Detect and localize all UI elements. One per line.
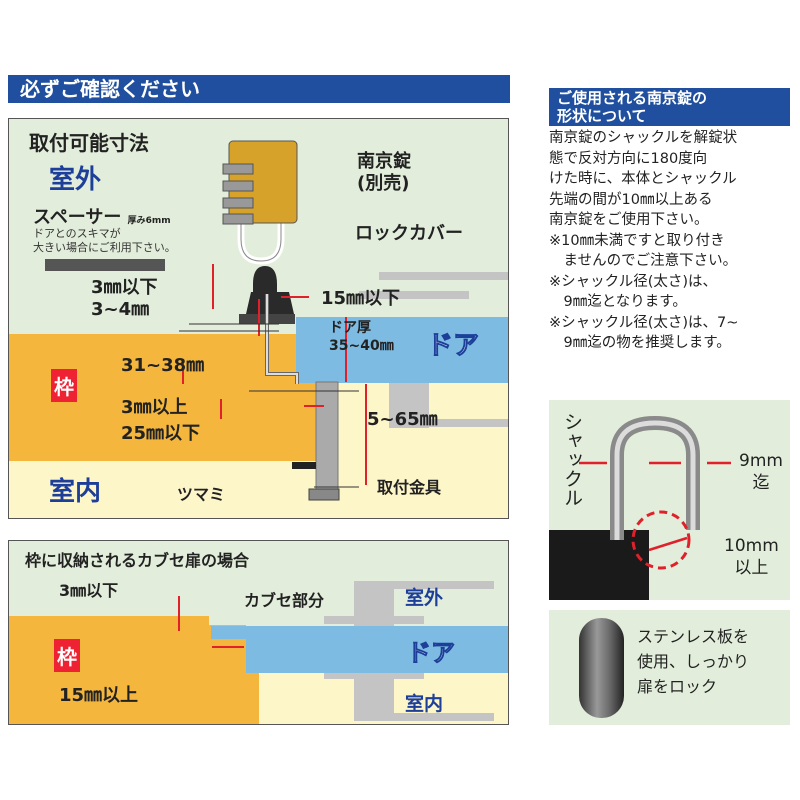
spacer-note: ドアとのスキマが大きい場合にご利用下さい。 <box>33 227 176 254</box>
gap-circle <box>631 510 691 570</box>
lock-cover <box>246 266 294 314</box>
spacer-text: スペーサー <box>33 207 122 228</box>
label-indoor: 室内 <box>49 477 102 507</box>
stainless-plate-image <box>579 618 624 718</box>
kabuse-title: 枠に収納されるカブセ扉の場合 <box>25 551 250 570</box>
kabuse-frame: 枠 <box>54 639 80 672</box>
label-padlock: 南京錠(別売) <box>357 151 411 194</box>
padlock-body-photo <box>549 530 649 600</box>
label-lock-cover: ロックカバー <box>355 223 463 244</box>
dim-frame-depth: 25㎜以下 <box>121 423 201 444</box>
main-title: 取付可能寸法 <box>29 131 149 155</box>
label-door: ドア <box>426 331 480 362</box>
label-spacer: スペーサー 厚み6mm <box>33 203 171 229</box>
main-diagram: 取付可能寸法 室外 スペーサー 厚み6mm ドアとのスキマが大きい場合にご利用下… <box>8 118 509 519</box>
kabuse-dim-overlap: 15㎜以上 <box>59 685 139 706</box>
side-header: ご使用される南京錠の形状について <box>549 88 790 126</box>
plate-caption: ステンレス板を使用、しっかり扉をロック <box>637 627 750 696</box>
kabuse-indoor: 室内 <box>405 693 444 715</box>
dim-spacer: 3~4㎜ <box>91 299 150 320</box>
door-area <box>211 626 508 673</box>
kabuse-door: ドア <box>407 639 456 668</box>
diagram-shapes <box>9 140 508 518</box>
dim-gap-side: 3㎜以上 <box>121 397 188 418</box>
shackle <box>237 219 285 265</box>
dim-frame: 31~38㎜ <box>121 355 205 376</box>
kabuse-outdoor: 室外 <box>405 587 444 609</box>
dim-cover: 15㎜以下 <box>321 288 401 309</box>
door-area <box>296 317 508 383</box>
dim-bracket: 5~65㎜ <box>367 409 438 430</box>
label-knob: ツマミ <box>177 485 226 504</box>
label-outdoor: 室外 <box>49 165 102 195</box>
plate-photo: ステンレス板を使用、しっかり扉をロック <box>549 610 790 725</box>
shackle-label: シャックル <box>561 412 583 507</box>
kabuse-dim-gap: 3㎜以下 <box>59 581 119 600</box>
spacer-bar <box>45 259 165 271</box>
label-frame: 枠 <box>51 369 77 402</box>
section-header: 必ずご確認ください <box>8 75 510 103</box>
spacer-thickness: 厚み6mm <box>127 216 171 226</box>
shackle-illustration <box>549 415 731 600</box>
side-description: 南京錠のシャックルを解錠状態で反対方向に180度向けた時に、本体とシャックル 先… <box>549 130 739 351</box>
dim-gap-top: 3㎜以下 <box>91 277 158 298</box>
kabuse-part-label: カブセ部分 <box>244 591 325 610</box>
label-bracket: 取付金具 <box>377 478 442 497</box>
shackle-bar <box>610 415 700 540</box>
wall-gray <box>359 291 469 299</box>
wall-gray <box>389 419 508 427</box>
bracket-body <box>315 381 339 498</box>
wall-gray <box>379 272 508 280</box>
kabuse-diagram: 枠に収納されるカブセ扉の場合 3㎜以下 カブセ部分 室外 枠 ドア 15㎜以上 … <box>8 540 509 725</box>
